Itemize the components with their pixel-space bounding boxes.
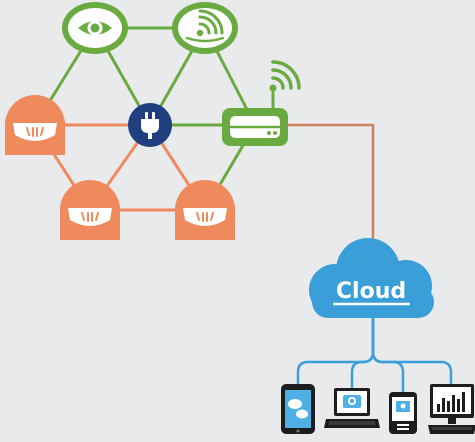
device-links (296, 312, 453, 392)
phone-device (389, 392, 417, 434)
cloud-node: Cloud (309, 238, 434, 318)
laptop-device (324, 388, 380, 428)
wifi-waves-icon (185, 9, 225, 43)
desktop-monitor-icon (428, 384, 475, 434)
power-plug-icon (141, 112, 159, 139)
tablet-icon (281, 384, 315, 434)
router-icon (222, 108, 288, 146)
smoke-detector-icon (13, 123, 57, 141)
detector-bottom-right-node (175, 180, 235, 240)
smoke-detector-icon (68, 208, 112, 226)
link-cloud-desktop (371, 312, 453, 384)
phone-icon (389, 392, 417, 434)
tablet-device (281, 384, 315, 434)
router-antenna-wifi-icon (269, 60, 301, 92)
link-cloud-phone (371, 312, 405, 392)
eye-icon (78, 20, 112, 36)
link-cloud-tablet (296, 312, 375, 384)
cloud-shape (309, 238, 434, 318)
smoke-detector-icon (183, 208, 227, 226)
link-router-cloud (283, 123, 375, 245)
detector-left-node (5, 95, 65, 155)
eye-sensor-node (62, 2, 128, 54)
desktop-device (428, 384, 475, 434)
wireless-node (172, 2, 238, 54)
router-node (222, 60, 301, 146)
link-cloud-laptop (350, 312, 375, 388)
smart-plug-node (128, 103, 172, 147)
cloud-label: Cloud (336, 279, 406, 304)
detector-bottom-left-node (60, 180, 120, 240)
laptop-icon (324, 388, 380, 428)
